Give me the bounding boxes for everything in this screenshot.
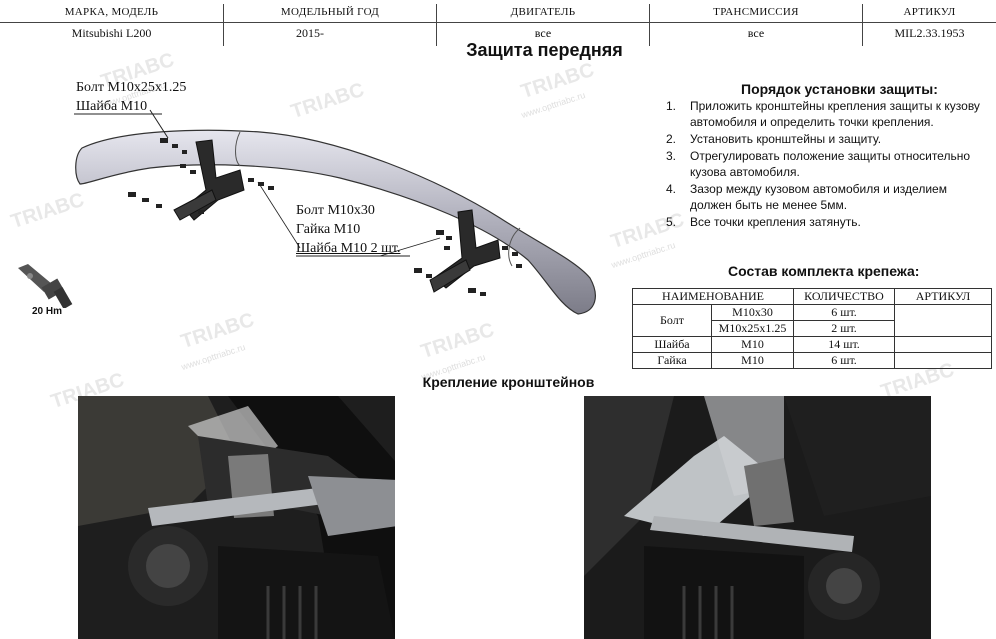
install-step: 3. Отрегулировать положение защиты относи… (666, 148, 991, 180)
step-number: 2. (666, 132, 677, 146)
page-title: Защита передняя (466, 40, 623, 60)
table-row: Гайка M10 6 шт. (632, 352, 992, 369)
cell-spec: M10 (711, 336, 794, 353)
photo-left-art (78, 396, 395, 639)
step-text: Приложить кронштейны крепления защиты к … (690, 99, 980, 129)
leader-line (379, 237, 441, 257)
column-header: КОЛИЧЕСТВО (793, 288, 895, 305)
install-title: Порядок установки защиты: (741, 81, 938, 97)
column-header: АРТИКУЛ (894, 288, 992, 305)
guard-tube (75, 129, 596, 315)
install-step: 1. Приложить кронштейны крепления защиты … (666, 98, 991, 130)
table-header-row: НАИМЕНОВАНИЕ КОЛИЧЕСТВО АРТИКУЛ (632, 288, 992, 305)
header-col-transmission: ТРАНСМИССИЯ все (650, 4, 863, 46)
torque-label: 20 Hm (32, 306, 63, 317)
front-guard-diagram (74, 109, 596, 315)
cell-article (894, 352, 992, 369)
cell-article (894, 336, 992, 353)
header-divider (0, 22, 996, 23)
header-col-model: МАРКА, МОДЕЛЬ Mitsubishi L200 (0, 4, 224, 46)
step-number: 5. (666, 215, 677, 229)
cell-spec: M10 (711, 352, 794, 369)
tube-joint (508, 227, 521, 267)
header-col-year: МОДЕЛЬНЫЙ ГОД 2015- (224, 4, 437, 46)
step-text: Зазор между кузовом автомобиля и изделие… (690, 182, 947, 212)
step-text: Установить кронштейны и защиту. (690, 132, 882, 146)
table-row: Болт M10x30 6 шт. (632, 304, 992, 337)
install-step: 5. Все точки крепления затянуть. (666, 214, 991, 230)
install-steps: 1. Приложить кронштейны крепления защиты … (666, 98, 991, 231)
header-label: ДВИГАТЕЛЬ (510, 6, 576, 18)
label-washer-top: Шайба M10 (76, 99, 148, 114)
cell-qty: 2 шт. (793, 320, 895, 337)
tube-joint (235, 131, 241, 167)
step-text: Все точки крепления затянуть. (690, 215, 861, 229)
header-label: ТРАНСМИССИЯ (713, 6, 799, 18)
label-washer-mid: Шайба M10 2 шт. (296, 241, 401, 256)
fasteners (128, 138, 522, 296)
header-col-article: АРТИКУЛ MIL2.33.1953 (863, 4, 996, 46)
label-nut-mid: Гайка M10 (296, 222, 361, 237)
bracket-right-plate (429, 259, 471, 293)
step-number: 4. (666, 182, 677, 196)
cell-spec: M10x25x1.25 (711, 320, 794, 337)
header-value: все (747, 26, 765, 40)
header-label: МАРКА, МОДЕЛЬ (64, 6, 159, 18)
install-step: 4. Зазор между кузовом автомобиля и издел… (666, 181, 991, 213)
label-bolt-mid: Болт M10x30 (296, 203, 375, 218)
step-number: 3. (666, 149, 677, 163)
step-number: 1. (666, 99, 677, 113)
cell-qty: 14 шт. (793, 336, 895, 353)
leader-line (257, 181, 301, 249)
table-row: Шайба M10 14 шт. (632, 336, 992, 353)
cell-name: Болт (632, 304, 712, 337)
header-label: АРТИКУЛ (903, 6, 956, 18)
column-header: НАИМЕНОВАНИЕ (632, 288, 794, 305)
step-text: Отрегулировать положение защиты относите… (690, 149, 971, 179)
watermark-url: www.opttriabc.ru (180, 341, 247, 373)
leader-line (149, 109, 169, 139)
install-step: 2. Установить кронштейны и защиту. (666, 131, 991, 147)
cell-spec: M10x30 (711, 304, 794, 321)
cell-name: Гайка (632, 352, 712, 369)
photo-right-bracket (584, 396, 931, 639)
impact-wrench-icon (18, 264, 73, 308)
mount-title: Крепление кронштейнов (422, 374, 595, 390)
label-bolt-top: Болт M10x25x1.25 (76, 80, 187, 95)
cell-qty: 6 шт. (793, 352, 895, 369)
header-label: МОДЕЛЬНЫЙ ГОД (280, 6, 380, 18)
header-col-engine: ДВИГАТЕЛЬ все (437, 4, 650, 46)
photo-left-bracket (78, 396, 395, 639)
kit-title: Состав комплекта крепежа: (728, 263, 920, 279)
header-value: 2015- (296, 26, 324, 40)
header-value: Mitsubishi L200 (71, 26, 152, 40)
header-value: все (534, 26, 552, 40)
kit-table: НАИМЕНОВАНИЕ КОЛИЧЕСТВО АРТИКУЛ Болт M10… (632, 288, 992, 369)
cell-qty: 6 шт. (793, 304, 895, 321)
photo-right-art (584, 396, 931, 639)
cell-name: Шайба (632, 336, 712, 353)
bracket-left-plate (173, 189, 217, 221)
spec-header-table: МАРКА, МОДЕЛЬ Mitsubishi L200 МОДЕЛЬНЫЙ … (0, 4, 996, 46)
header-value: MIL2.33.1953 (894, 26, 965, 40)
cell-article (894, 304, 992, 337)
